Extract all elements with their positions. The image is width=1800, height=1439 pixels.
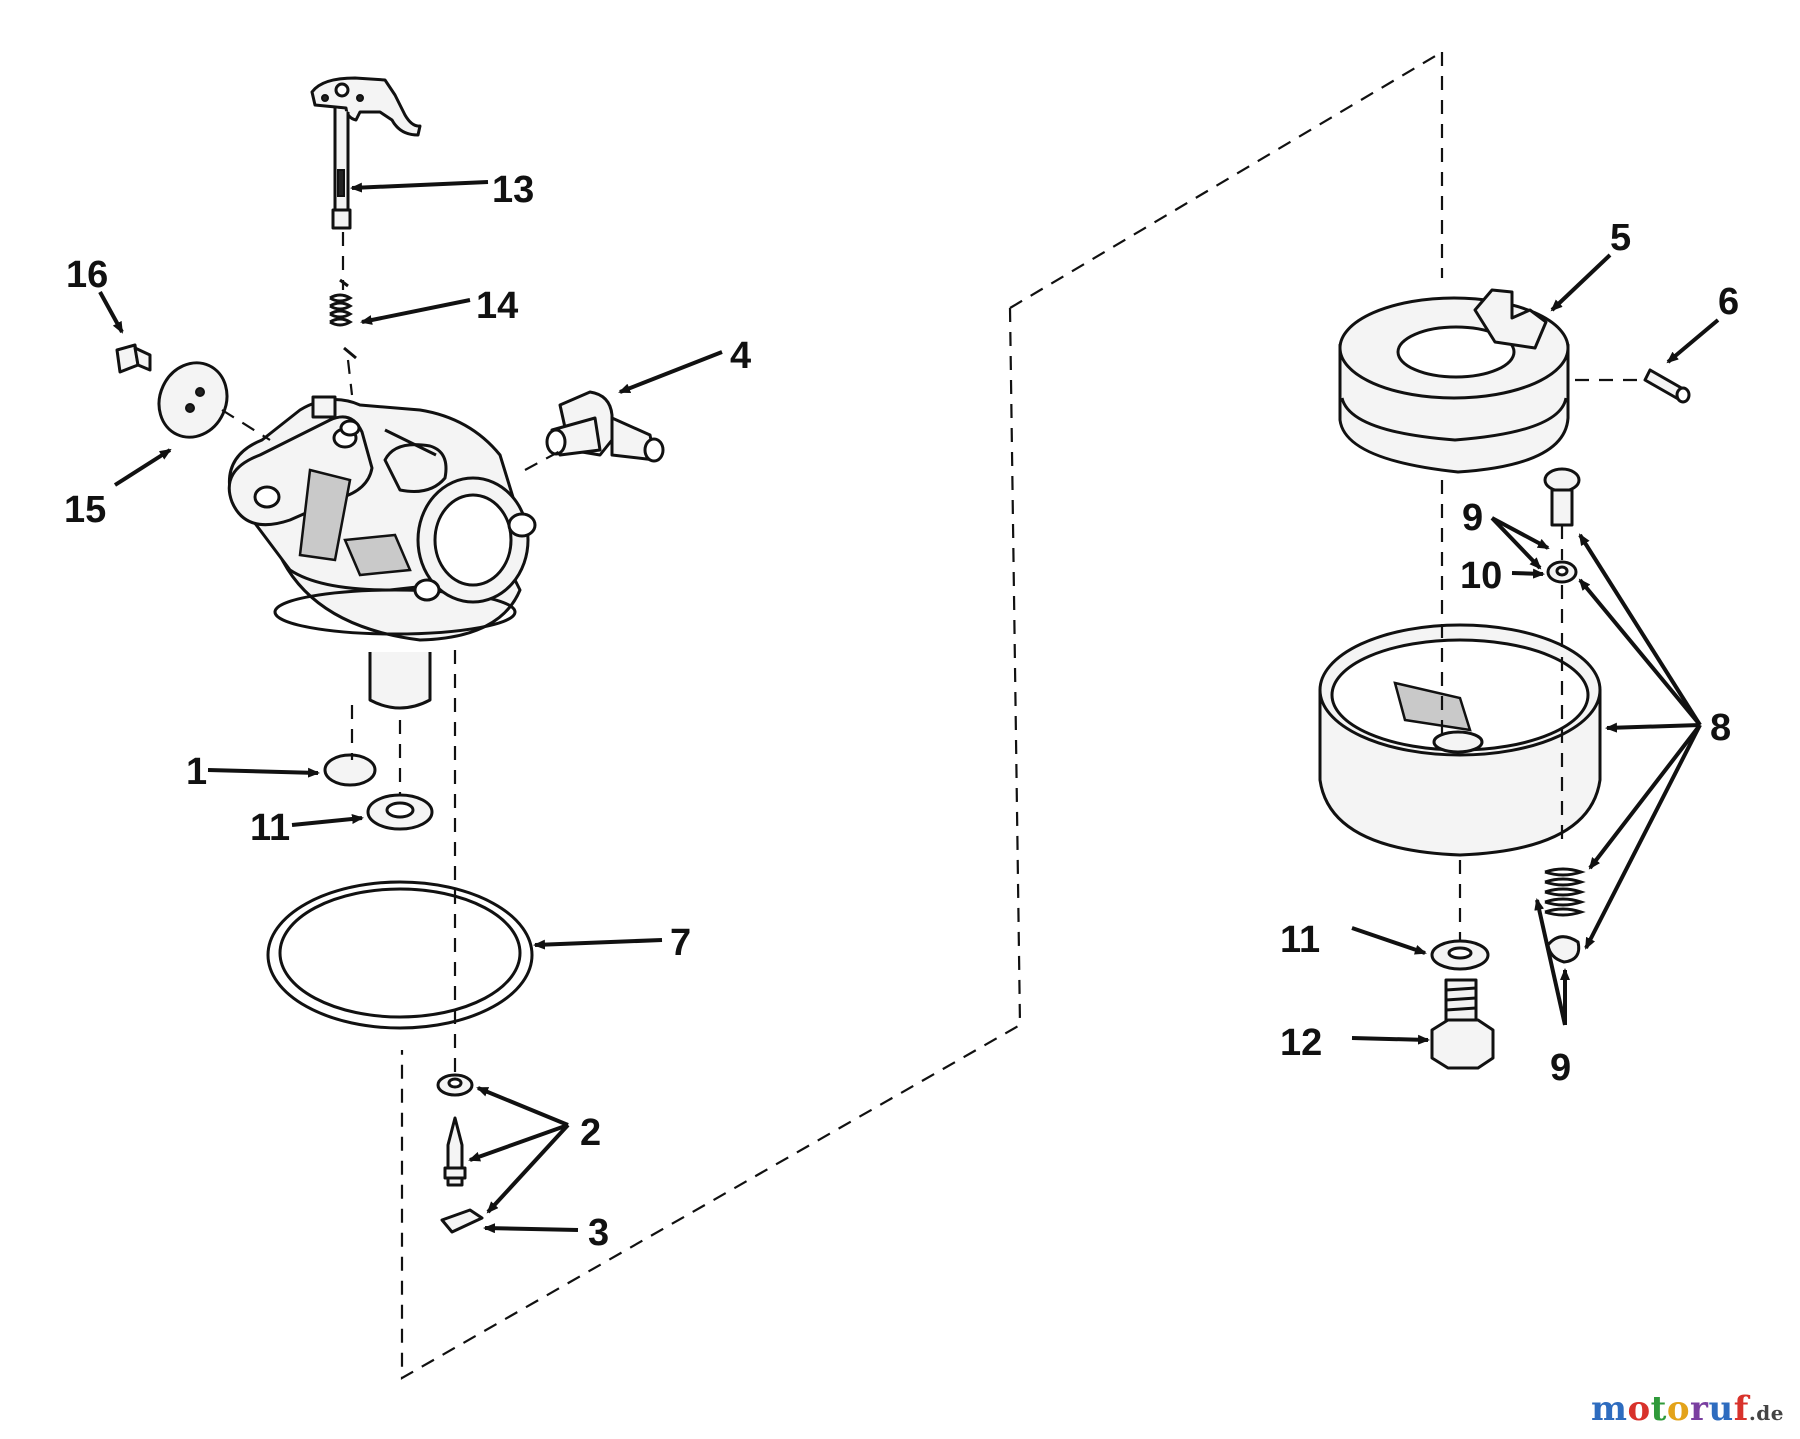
part-2-needle-and-seat — [436, 1073, 474, 1187]
part-12-nut — [1430, 978, 1495, 1070]
watermark-suffix: .de — [1748, 1401, 1784, 1425]
watermark-letter: o — [1666, 1389, 1691, 1429]
callout-15: 15 — [64, 489, 106, 531]
callout-16: 16 — [66, 254, 108, 296]
centerline-left — [221, 232, 563, 1075]
callout-13: 13 — [492, 169, 534, 211]
callout-3: 3 — [588, 1212, 609, 1254]
callout-4: 4 — [730, 335, 751, 377]
leader-arrows — [98, 180, 1720, 1234]
callout-12: 12 — [1280, 1022, 1322, 1064]
carburetor-body — [227, 395, 537, 710]
part-5-float — [1338, 288, 1570, 474]
part-10-washer — [1546, 560, 1578, 584]
watermark-letter: f — [1733, 1389, 1749, 1429]
part-9-screw-upper — [1543, 467, 1581, 527]
watermark-logo: motoruf.de — [1591, 1389, 1784, 1429]
part-6-pin — [1643, 368, 1691, 404]
callout-6: 6 — [1718, 281, 1739, 323]
part-3-clip — [440, 1208, 484, 1234]
part-16-plug — [115, 343, 152, 374]
part-14-spring — [329, 278, 357, 360]
watermark-letter: m — [1590, 1389, 1628, 1429]
callout-9-lower: 9 — [1550, 1047, 1571, 1089]
callout-10: 10 — [1460, 555, 1502, 597]
watermark-letter: t — [1650, 1389, 1667, 1429]
assembly-boundary-dashed — [400, 51, 1444, 1380]
part-1-welch-plug — [323, 753, 377, 787]
callout-7: 7 — [670, 922, 691, 964]
watermark-letter: u — [1708, 1389, 1734, 1429]
part-15-cover-plate — [157, 361, 229, 439]
callout-2: 2 — [580, 1112, 601, 1154]
centerline-right — [1440, 378, 1645, 940]
part-11-washer-right — [1430, 939, 1490, 971]
part-13-throttle-lever — [310, 76, 422, 230]
callout-5: 5 — [1610, 217, 1631, 259]
part-9-spring-lower — [1544, 867, 1586, 917]
callout-11-right: 11 — [1280, 919, 1320, 961]
watermark-letter: r — [1690, 1389, 1709, 1429]
watermark-letter: o — [1627, 1389, 1651, 1429]
part-7-gasket-ring — [266, 880, 534, 1030]
part-8-float-bowl — [1318, 623, 1602, 857]
callout-8: 8 — [1710, 707, 1731, 749]
callout-1: 1 — [186, 751, 207, 793]
part-11-washer-left — [366, 793, 434, 831]
callout-14: 14 — [476, 285, 518, 327]
part-9-clip-lower — [1546, 935, 1581, 964]
part-4-elbow-fitting — [545, 390, 665, 463]
callout-9-upper: 9 — [1462, 497, 1483, 539]
callout-11-left: 11 — [250, 807, 290, 849]
